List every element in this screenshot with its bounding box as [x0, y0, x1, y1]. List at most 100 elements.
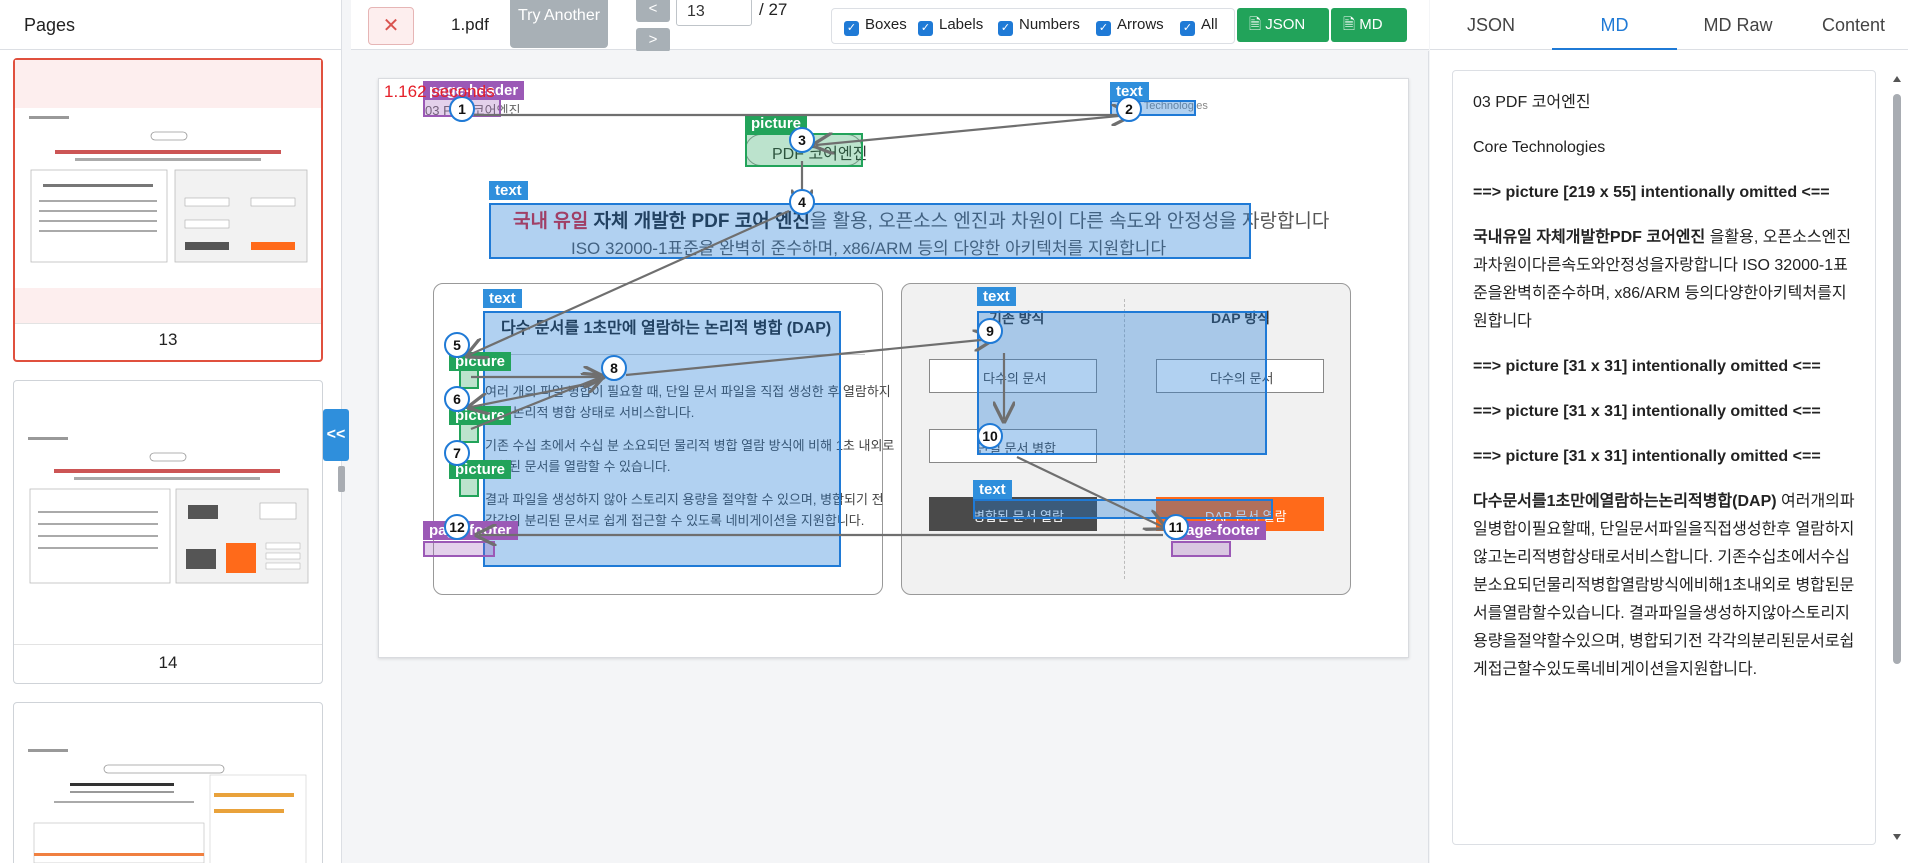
file-name: 1.pdf: [451, 15, 489, 34]
md-bold: 다수문서를1초만에열람하는논리적병합(DAP): [1473, 493, 1777, 510]
tab-md[interactable]: MD: [1552, 0, 1677, 50]
document-viewer[interactable]: 03 PDF 코어엔진 Core Technologies PDF 코어엔진 국…: [351, 51, 1429, 863]
dap-title: 다수 문서를 1초만에 열람하는 논리적 병합 (DAP): [501, 320, 832, 337]
pages-scrollbar[interactable]: [337, 52, 346, 492]
order-number: 12: [444, 514, 470, 540]
dap-p2: 기존 수십 초에서 수십 분 소요되던 물리적 병합 열람 방식에 비해 1초 …: [485, 438, 895, 453]
order-number: 4: [789, 189, 815, 215]
tab-json[interactable]: JSON: [1466, 15, 1515, 35]
processing-time: 1.162 seconds: [384, 82, 495, 101]
headline: 국내 유일 자체 개발한 PDF 코어 엔진을 활용, 오픈소스 엔진과 차원이…: [513, 206, 1329, 233]
json-download-button[interactable]: 🗎 JSON: [1237, 8, 1329, 42]
check-icon: ✓: [998, 21, 1013, 36]
collapse-left-button[interactable]: <<: [323, 409, 349, 461]
many-docs-left-box: [929, 359, 1097, 393]
dap-view: DAP 문서 열람: [1205, 509, 1287, 524]
tab-content[interactable]: Content: [1821, 15, 1886, 35]
order-number: 11: [1163, 514, 1189, 540]
merged-view-box: [929, 497, 1097, 531]
file-icon: 🗎: [1249, 16, 1266, 33]
json-button-label: JSON: [1265, 16, 1306, 33]
checkbox-label: Boxes: [865, 16, 907, 33]
check-icon: ✓: [1180, 21, 1195, 36]
md-text: 을활용, 오픈소스엔진과차원이다른속도와안정성을자랑합니다 ISO 32000-…: [1473, 229, 1852, 330]
page-thumb-13[interactable]: 13: [13, 58, 323, 362]
markdown-output[interactable]: 03 PDF 코어엔진 Core Technologies ==> pictur…: [1452, 70, 1876, 845]
page-thumb-15[interactable]: [13, 702, 323, 863]
md-omitted-picture: ==> picture [31 x 31] intentionally omit…: [1473, 448, 1821, 465]
page-number-input[interactable]: [676, 0, 752, 26]
headline-rest: 을 활용, 오픈소스 엔진과 차원이 다른 속도와 안정성을 자랑합니다: [809, 211, 1330, 232]
output-panel: JSON MD MD Raw Content 03 PDF 코어엔진 Core …: [1430, 0, 1908, 863]
labels-checkbox[interactable]: ✓Labels: [918, 16, 983, 36]
order-number: 3: [789, 127, 815, 153]
try-another-button[interactable]: Try Another: [510, 0, 608, 48]
order-number: 2: [1116, 96, 1142, 122]
md-paragraph: 다수문서를1초만에열람하는논리적병합(DAP) 여러개의파일병합이필요할때, 단…: [1473, 488, 1855, 684]
overlay-options: ✓ Boxes ✓Labels ✓ Numbers ✓ Arrows ✓All: [831, 8, 1235, 44]
dap-p1b: 않고 논리적 병합 상태로 서비스합니다.: [485, 405, 695, 420]
thumbnail-list[interactable]: 13: [0, 50, 342, 863]
thumb-preview-icon: [15, 108, 321, 288]
page-footer-box-right: [1171, 541, 1231, 557]
dap-p3: 결과 파일을 생성하지 않아 스토리지 용량을 절약할 수 있으며, 병합되기 …: [485, 492, 884, 507]
checkbox-label: Arrows: [1117, 16, 1164, 33]
next-page-button[interactable]: >: [636, 28, 670, 52]
text-label: text: [973, 480, 1012, 499]
check-icon: ✓: [844, 21, 859, 36]
numbers-checkbox[interactable]: ✓ Numbers: [998, 16, 1080, 36]
pages-title: Pages: [0, 0, 341, 50]
check-icon: ✓: [918, 21, 933, 36]
md-scrollbar[interactable]: [1889, 72, 1905, 846]
headline-red: 국내 유일: [513, 211, 589, 232]
checkbox-label: Numbers: [1019, 16, 1080, 33]
md-paragraph: 03 PDF 코어엔진: [1473, 94, 1591, 111]
many-docs-right-box: [1156, 359, 1324, 393]
md-button-label: MD: [1359, 16, 1383, 33]
text-box-diagram: [977, 311, 1267, 455]
thumb-sheet: [15, 60, 321, 324]
scroll-down-icon: [1893, 834, 1901, 840]
all-checkbox[interactable]: ✓All: [1180, 16, 1218, 36]
many-docs-right: 다수의 문서: [1210, 371, 1274, 386]
subline: ISO 32000-1표준을 완벽히 준수하며, x86/ARM 등의 다양한 …: [571, 239, 1167, 258]
dap-card-left: [433, 283, 883, 595]
md-paragraph: Core Technologies: [1473, 139, 1606, 156]
md-omitted-picture: ==> picture [31 x 31] intentionally omit…: [1473, 358, 1821, 375]
thumb-preview-icon: [28, 437, 309, 584]
col-old-label: 기존 방식: [989, 310, 1045, 326]
md-scroll-thumb: [1893, 94, 1901, 664]
col-dap-label: DAP 방식: [1211, 310, 1270, 326]
pages-scroll-thumb[interactable]: [338, 466, 345, 492]
text-label: text: [483, 289, 522, 308]
md-bold: 국내유일 자체개발한PDF 코어엔진: [1473, 229, 1706, 246]
order-number: 9: [977, 318, 1003, 344]
single-merge-box: [929, 429, 1097, 463]
tab-md-raw[interactable]: MD Raw: [1703, 15, 1773, 35]
order-number: 8: [601, 355, 627, 381]
arrows-checkbox[interactable]: ✓ Arrows: [1096, 16, 1164, 36]
prev-page-button[interactable]: <: [636, 0, 670, 22]
order-number: 6: [444, 386, 470, 412]
dap-p2b: 병합된 문서를 열람할 수 있습니다.: [485, 459, 671, 474]
md-text: 여러개의파일병합이필요할때, 단일문서파일을직접생성한후 열람하지 않고논리적병…: [1473, 493, 1855, 678]
md-download-button[interactable]: 🗎 MD: [1331, 8, 1407, 42]
check-icon: ✓: [1096, 21, 1111, 36]
order-number: 5: [444, 332, 470, 358]
output-tabs: JSON MD MD Raw Content: [1430, 0, 1908, 50]
page-thumb-14[interactable]: 14: [13, 380, 323, 684]
order-number: 1: [449, 96, 475, 122]
picture-label: picture: [449, 460, 512, 479]
boxes-checkbox[interactable]: ✓ Boxes: [844, 16, 907, 36]
md-omitted-picture: ==> picture [219 x 55] intentionally omi…: [1473, 184, 1830, 201]
dap-p3b: 각각의 분리된 문서로 쉽게 접근할 수 있도록 네비게이션을 지원합니다.: [485, 513, 865, 528]
scroll-up-icon: [1893, 76, 1901, 82]
column-divider: [1124, 299, 1125, 579]
pages-panel: Pages: [0, 0, 345, 863]
close-button[interactable]: ✕: [368, 7, 414, 45]
page-total: / 27: [759, 0, 788, 19]
thumb-number: 14: [158, 653, 178, 672]
text-box-dap: [483, 311, 841, 567]
viewer-scrollbar[interactable]: [1418, 51, 1429, 863]
